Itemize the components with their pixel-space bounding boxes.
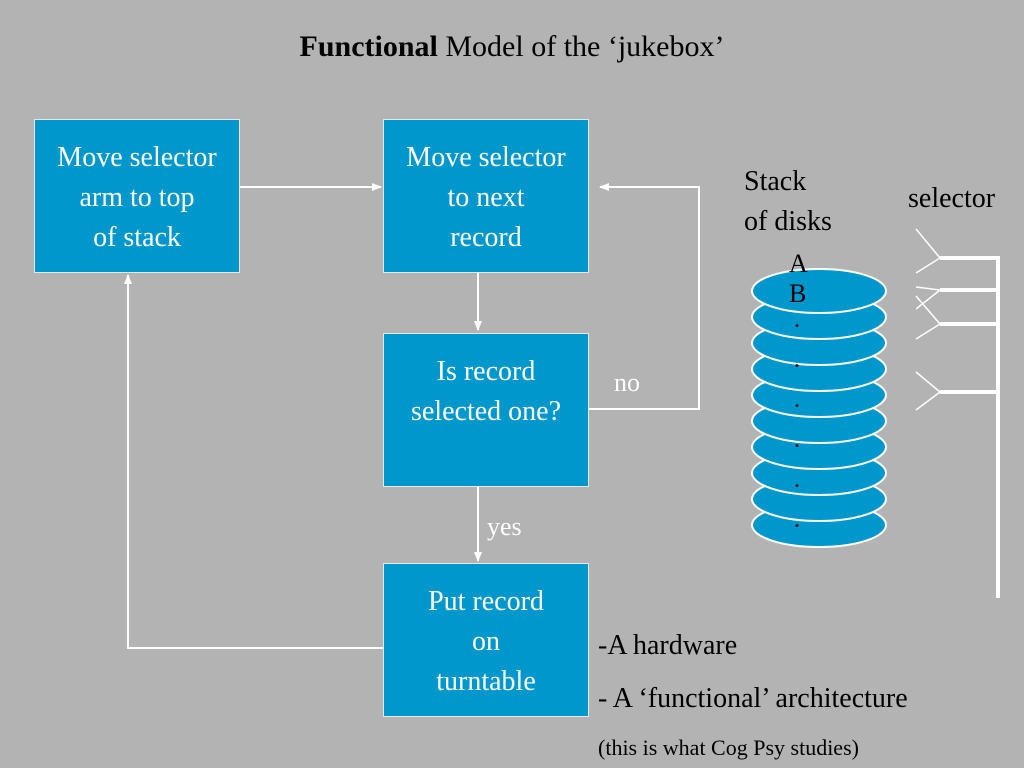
arrow-back-to-top bbox=[124, 274, 383, 649]
title-rest: Model of the ‘jukebox’ bbox=[437, 30, 725, 63]
selector-mechanism bbox=[915, 228, 1000, 598]
disk-dot: . bbox=[794, 427, 800, 453]
edge-label-yes: yes bbox=[487, 512, 522, 541]
box-is-record-selected: Is record selected one? bbox=[383, 333, 589, 487]
box-move-to-next-record: Move selector to next record bbox=[383, 119, 589, 273]
title-bold: Functional bbox=[299, 30, 438, 63]
note-functional-architecture: - A ‘functional’ architecture bbox=[598, 683, 908, 714]
disk bbox=[751, 268, 887, 314]
arrow-no-loop bbox=[589, 183, 700, 410]
stack-label: Stack of disks bbox=[744, 166, 832, 237]
note-cog-psy: (this is what Cog Psy studies) bbox=[598, 735, 859, 760]
disk-stack bbox=[751, 268, 887, 548]
selector-label: selector bbox=[908, 183, 996, 214]
note-hardware: -A hardware bbox=[598, 630, 738, 661]
disk-label-b: B bbox=[789, 279, 807, 308]
slide-title: Functional Model of the ‘jukebox’ bbox=[0, 30, 1024, 64]
edge-label-no: no bbox=[614, 368, 640, 397]
disk-dot: . bbox=[794, 467, 800, 493]
box-put-record-on-turntable: Put record on turntable bbox=[383, 563, 589, 717]
disk-label-a: A bbox=[789, 249, 808, 278]
disk-dot: . bbox=[794, 387, 800, 413]
disk-dot: . bbox=[794, 507, 800, 533]
disk-dot: . bbox=[794, 307, 800, 333]
box-move-arm-to-top: Move selector arm to top of stack bbox=[34, 119, 240, 273]
disk-dot: . bbox=[794, 347, 800, 373]
